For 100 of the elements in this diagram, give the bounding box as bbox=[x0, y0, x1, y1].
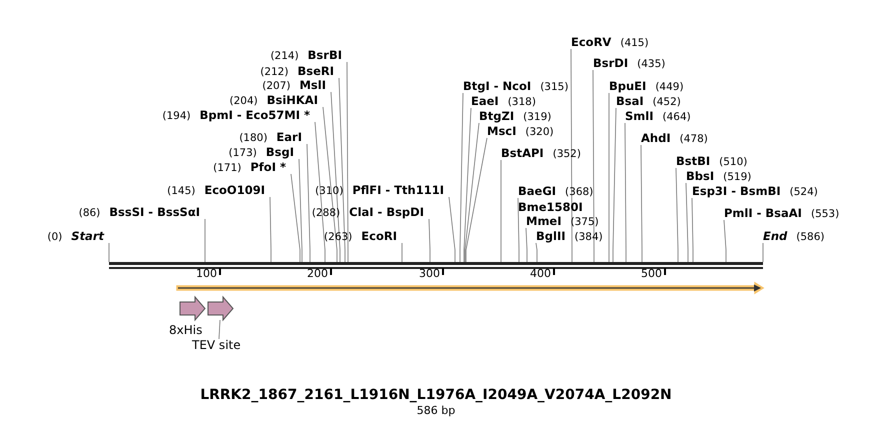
leader-line bbox=[686, 182, 688, 262]
enzyme-name: EarI bbox=[276, 130, 302, 144]
leader-line bbox=[330, 92, 340, 262]
enzyme-name: MscI bbox=[487, 124, 516, 138]
site-position: (435) bbox=[637, 58, 666, 70]
enzyme-name: BglII bbox=[536, 229, 566, 243]
site-position: (449) bbox=[655, 81, 684, 93]
leader-line bbox=[464, 108, 472, 262]
site-position: (145) bbox=[167, 185, 196, 197]
leader-line bbox=[338, 78, 346, 262]
title: LRRK2_1867_2161_L1916N_L1976A_I2049A_V2074A_L2092N bbox=[199, 387, 673, 403]
ruler-label: 400 bbox=[530, 267, 551, 280]
enzyme-name: BstBI bbox=[676, 154, 710, 168]
enzyme-name: Bme1580I bbox=[518, 200, 584, 215]
enzyme-name: PflFI - Tth111I bbox=[352, 183, 444, 197]
enzyme-name: BaeGI bbox=[518, 184, 556, 198]
site-position: (464) bbox=[662, 111, 691, 123]
leader-line bbox=[314, 122, 326, 262]
site-position: (586) bbox=[796, 231, 825, 243]
leader-line bbox=[676, 168, 678, 262]
site-position: (478) bbox=[680, 133, 708, 145]
site-position: (352) bbox=[552, 148, 581, 160]
enzyme-name: BtgZI bbox=[479, 109, 514, 123]
site-position: (384) bbox=[574, 231, 603, 243]
site-position: (310) bbox=[315, 185, 344, 197]
site-position: (368) bbox=[565, 186, 594, 198]
leader-line bbox=[624, 122, 626, 262]
leader-line bbox=[536, 242, 538, 262]
enzyme-name: BssSI - BssSαI bbox=[109, 205, 200, 219]
leader-line bbox=[460, 92, 464, 262]
enzyme-name: BbsI bbox=[686, 169, 714, 183]
site-position: (86) bbox=[78, 207, 100, 219]
site-position: (318) bbox=[508, 96, 536, 108]
leader-line bbox=[526, 228, 528, 262]
leader-line bbox=[270, 196, 272, 262]
enzyme-name: BsiHKAI bbox=[266, 93, 318, 107]
enzyme-name: BsaI bbox=[616, 94, 644, 108]
site-position: (207) bbox=[262, 80, 290, 92]
leader-line bbox=[464, 122, 480, 262]
enzyme-name: PfoI * bbox=[250, 160, 286, 174]
enzyme-name: EcoRI bbox=[361, 229, 397, 243]
site-position: (263) bbox=[324, 231, 352, 243]
site-position: (194) bbox=[162, 110, 191, 122]
enzyme-name: Esp3I - BsmBI bbox=[692, 184, 781, 198]
leader-line bbox=[608, 92, 610, 262]
enzyme-name: EaeI bbox=[471, 94, 499, 108]
site-position: (315) bbox=[540, 81, 568, 93]
leader-line bbox=[612, 108, 616, 262]
caption: 586 bp bbox=[416, 404, 456, 417]
leader-line bbox=[218, 320, 220, 340]
leader-line bbox=[466, 138, 488, 262]
site-position: (204) bbox=[229, 95, 258, 107]
sequence-end-label: End bbox=[763, 229, 788, 243]
site-position: (553) bbox=[810, 208, 840, 220]
enzyme-name: EcoRV bbox=[571, 35, 612, 49]
enzyme-name: ClaI - BspDI bbox=[349, 205, 424, 219]
leader-line bbox=[306, 144, 310, 262]
leader-line bbox=[448, 196, 456, 262]
site-position: (415) bbox=[620, 37, 649, 49]
enzyme-name: PmlI - BsaAI bbox=[724, 206, 802, 220]
site-position: (171) bbox=[213, 162, 242, 174]
enzyme-name: EcoO109I bbox=[204, 183, 265, 197]
site-position: (510) bbox=[719, 156, 748, 168]
sequence-line bbox=[109, 262, 763, 269]
enzyme-name: BstAPI bbox=[501, 146, 544, 160]
site-position: (524) bbox=[790, 186, 818, 198]
leader-line bbox=[290, 174, 300, 262]
site-position: (320) bbox=[525, 126, 554, 138]
enzyme-name: MslI bbox=[299, 78, 326, 92]
enzyme-name: AhdI bbox=[641, 131, 671, 145]
site-position: (212) bbox=[260, 66, 288, 78]
enzyme-name: SmlI bbox=[625, 109, 654, 123]
leader-line bbox=[724, 220, 726, 262]
ruler-label: 100 bbox=[196, 267, 217, 280]
feature-pentagon bbox=[208, 296, 234, 322]
orf-arrow bbox=[176, 282, 764, 294]
site-position: (288) bbox=[312, 207, 340, 219]
feature-label: 8xHis bbox=[169, 323, 202, 337]
enzyme-name: BsrBI bbox=[308, 48, 342, 62]
site-position: (519) bbox=[723, 171, 752, 183]
feature-pentagon bbox=[180, 296, 206, 322]
leader-line bbox=[428, 218, 430, 262]
enzyme-name: BtgI - NcoI bbox=[463, 79, 532, 93]
enzyme-name: BsrDI bbox=[593, 56, 628, 70]
site-position: (0) bbox=[47, 231, 62, 243]
leader-line bbox=[108, 242, 110, 262]
site-position: (180) bbox=[239, 132, 268, 144]
sequence-end-label: Start bbox=[71, 229, 104, 243]
enzyme-name: MmeI bbox=[526, 214, 562, 228]
ruler-label: 500 bbox=[641, 267, 662, 280]
feature-label: TEV site bbox=[192, 338, 241, 352]
site-position: (173) bbox=[228, 147, 257, 159]
ruler-label: 200 bbox=[307, 267, 328, 280]
leader-line bbox=[204, 218, 206, 262]
site-position: (214) bbox=[270, 50, 299, 62]
site-position: (452) bbox=[652, 96, 681, 108]
leader-line bbox=[500, 160, 502, 262]
leader-line bbox=[592, 70, 594, 262]
leader-line bbox=[322, 106, 338, 262]
enzyme-name: BsgI bbox=[266, 145, 294, 159]
